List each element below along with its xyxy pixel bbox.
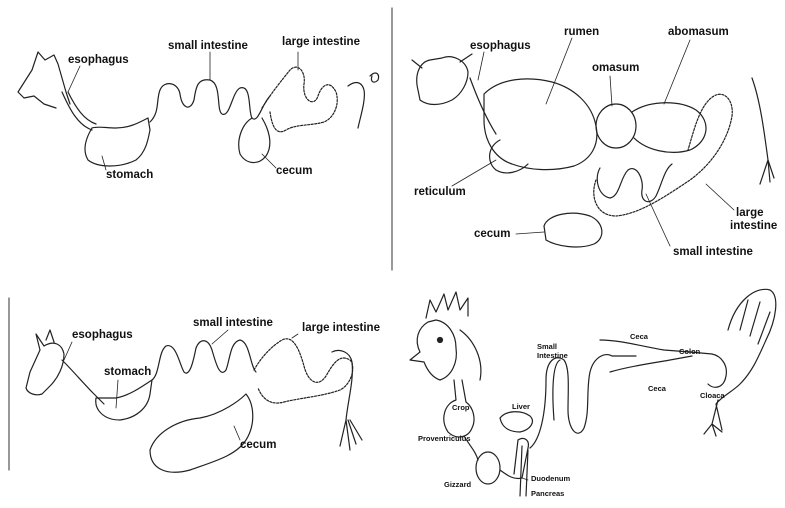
chicken-gizzard	[476, 452, 500, 484]
chicken-gizzard-label: Gizzard	[444, 481, 471, 489]
chicken-crop-label: Crop	[452, 404, 470, 412]
chicken-ceca-top-label: Ceca	[630, 333, 648, 341]
cow-esophagus	[470, 78, 496, 134]
horse-small-intestine-label: small intestine	[193, 318, 273, 330]
chicken-small-intestine-label-1: Small	[537, 343, 557, 351]
horse-stomach	[96, 380, 152, 420]
cow-esophagus-label: esophagus	[470, 41, 531, 53]
pig-stomach	[85, 118, 150, 166]
horse-large-intestine-label: large intestine	[302, 323, 380, 335]
cow-head-outline	[412, 54, 472, 105]
cow-cecum-label: cecum	[474, 229, 510, 241]
pig-large-intestine	[262, 67, 337, 132]
pig-tail	[348, 73, 379, 128]
cow-abomasum-label: abomasum	[668, 27, 729, 39]
pig-small-intestine-label: small intestine	[168, 41, 248, 53]
cow-diagram	[412, 54, 774, 247]
cow-small-intestine	[597, 164, 672, 202]
chicken-colon-label: Colon	[679, 348, 700, 356]
pig-small-intestine	[150, 80, 270, 122]
chicken-cloaca-label: Cloaca	[700, 392, 725, 400]
horse-diagram	[26, 330, 362, 472]
chicken-duodenum-pancreas	[500, 438, 528, 496]
cow-omasum	[596, 104, 636, 148]
cow-reticulum	[490, 140, 528, 173]
chicken-ceca-bottom-label: Ceca	[648, 385, 666, 393]
cow-rumen	[484, 79, 597, 170]
pig-head-outline	[18, 52, 70, 108]
cow-large-intestine	[594, 94, 732, 216]
cow-omasum-label: omasum	[592, 63, 639, 75]
cow-reticulum-label: reticulum	[414, 187, 466, 199]
pig-cecum	[239, 118, 270, 163]
cow-large-intestine-label-1: large	[736, 208, 764, 220]
cow-rumen-label: rumen	[564, 27, 599, 39]
horse-head-outline	[26, 330, 64, 395]
cow-cecum	[544, 213, 602, 247]
horse-esophagus-label: esophagus	[72, 330, 133, 342]
chicken-ceca-top	[600, 340, 690, 352]
cow-small-intestine-label: small intestine	[673, 247, 753, 259]
chicken-small-intestine	[530, 355, 636, 448]
horse-tail	[332, 350, 362, 450]
pig-esophagus-label: esophagus	[68, 55, 129, 67]
chicken-pancreas-label: Pancreas	[531, 490, 564, 498]
cow-tail	[752, 78, 774, 184]
horse-small-intestine	[152, 340, 256, 380]
chicken-eye	[438, 338, 443, 343]
pig-esophagus	[62, 92, 96, 130]
horse-stomach-label: stomach	[104, 367, 151, 379]
chicken-small-intestine-label-2: Intestine	[537, 352, 568, 360]
chicken-liver-label: Liver	[512, 403, 530, 411]
chicken-head-outline	[410, 320, 481, 380]
chicken-comb	[426, 292, 468, 318]
chicken-tail-body	[716, 289, 776, 430]
chicken-duodenum-label: Duodenum	[531, 475, 570, 483]
horse-cecum-label: cecum	[240, 440, 276, 452]
chicken-proventriculus-label: Proventriculus	[418, 435, 471, 443]
chicken-liver	[500, 412, 532, 432]
chicken-ceca-bottom	[610, 356, 692, 372]
cow-large-intestine-label-2: intestine	[730, 221, 777, 233]
pig-stomach-label: stomach	[106, 170, 153, 182]
pig-diagram	[18, 52, 379, 166]
leader-lines	[64, 38, 734, 480]
pig-large-intestine-label: large intestine	[282, 37, 360, 49]
chicken-colon-cloaca	[690, 352, 726, 387]
horse-large-intestine	[254, 339, 353, 403]
pig-cecum-label: cecum	[276, 166, 312, 178]
